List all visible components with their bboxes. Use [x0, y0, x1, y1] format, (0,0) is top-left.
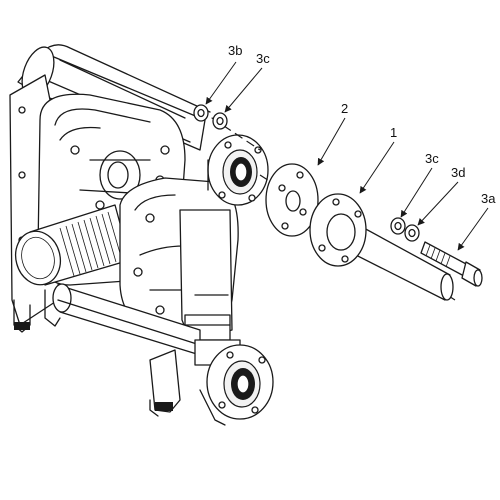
lockwasher-3c-right: [390, 217, 406, 235]
gasket-2: [265, 163, 319, 237]
callout-3d: 3d: [451, 165, 465, 180]
feet: [149, 349, 181, 417]
flange-1: [309, 193, 454, 301]
bolt-3a: [420, 241, 483, 287]
callout-3c-right: 3c: [425, 151, 439, 166]
leader-lines: [205, 61, 489, 251]
callout-2: 2: [341, 101, 348, 116]
outlet-flange: [207, 134, 269, 206]
lockwasher-3c-upper: [212, 112, 228, 130]
callout-3c-upper: 3c: [256, 51, 270, 66]
callout-3a: 3a: [481, 191, 496, 206]
muffler: [14, 204, 131, 286]
inlet-flange: [194, 339, 274, 426]
callout-3b: 3b: [228, 43, 242, 58]
center-body: [179, 209, 233, 341]
assembly-axis-line-upper: [199, 109, 261, 151]
washer-3b: [193, 104, 209, 122]
pump-assembly: [9, 44, 274, 426]
nut-3d: [404, 224, 420, 242]
callout-1: 1: [390, 125, 397, 140]
